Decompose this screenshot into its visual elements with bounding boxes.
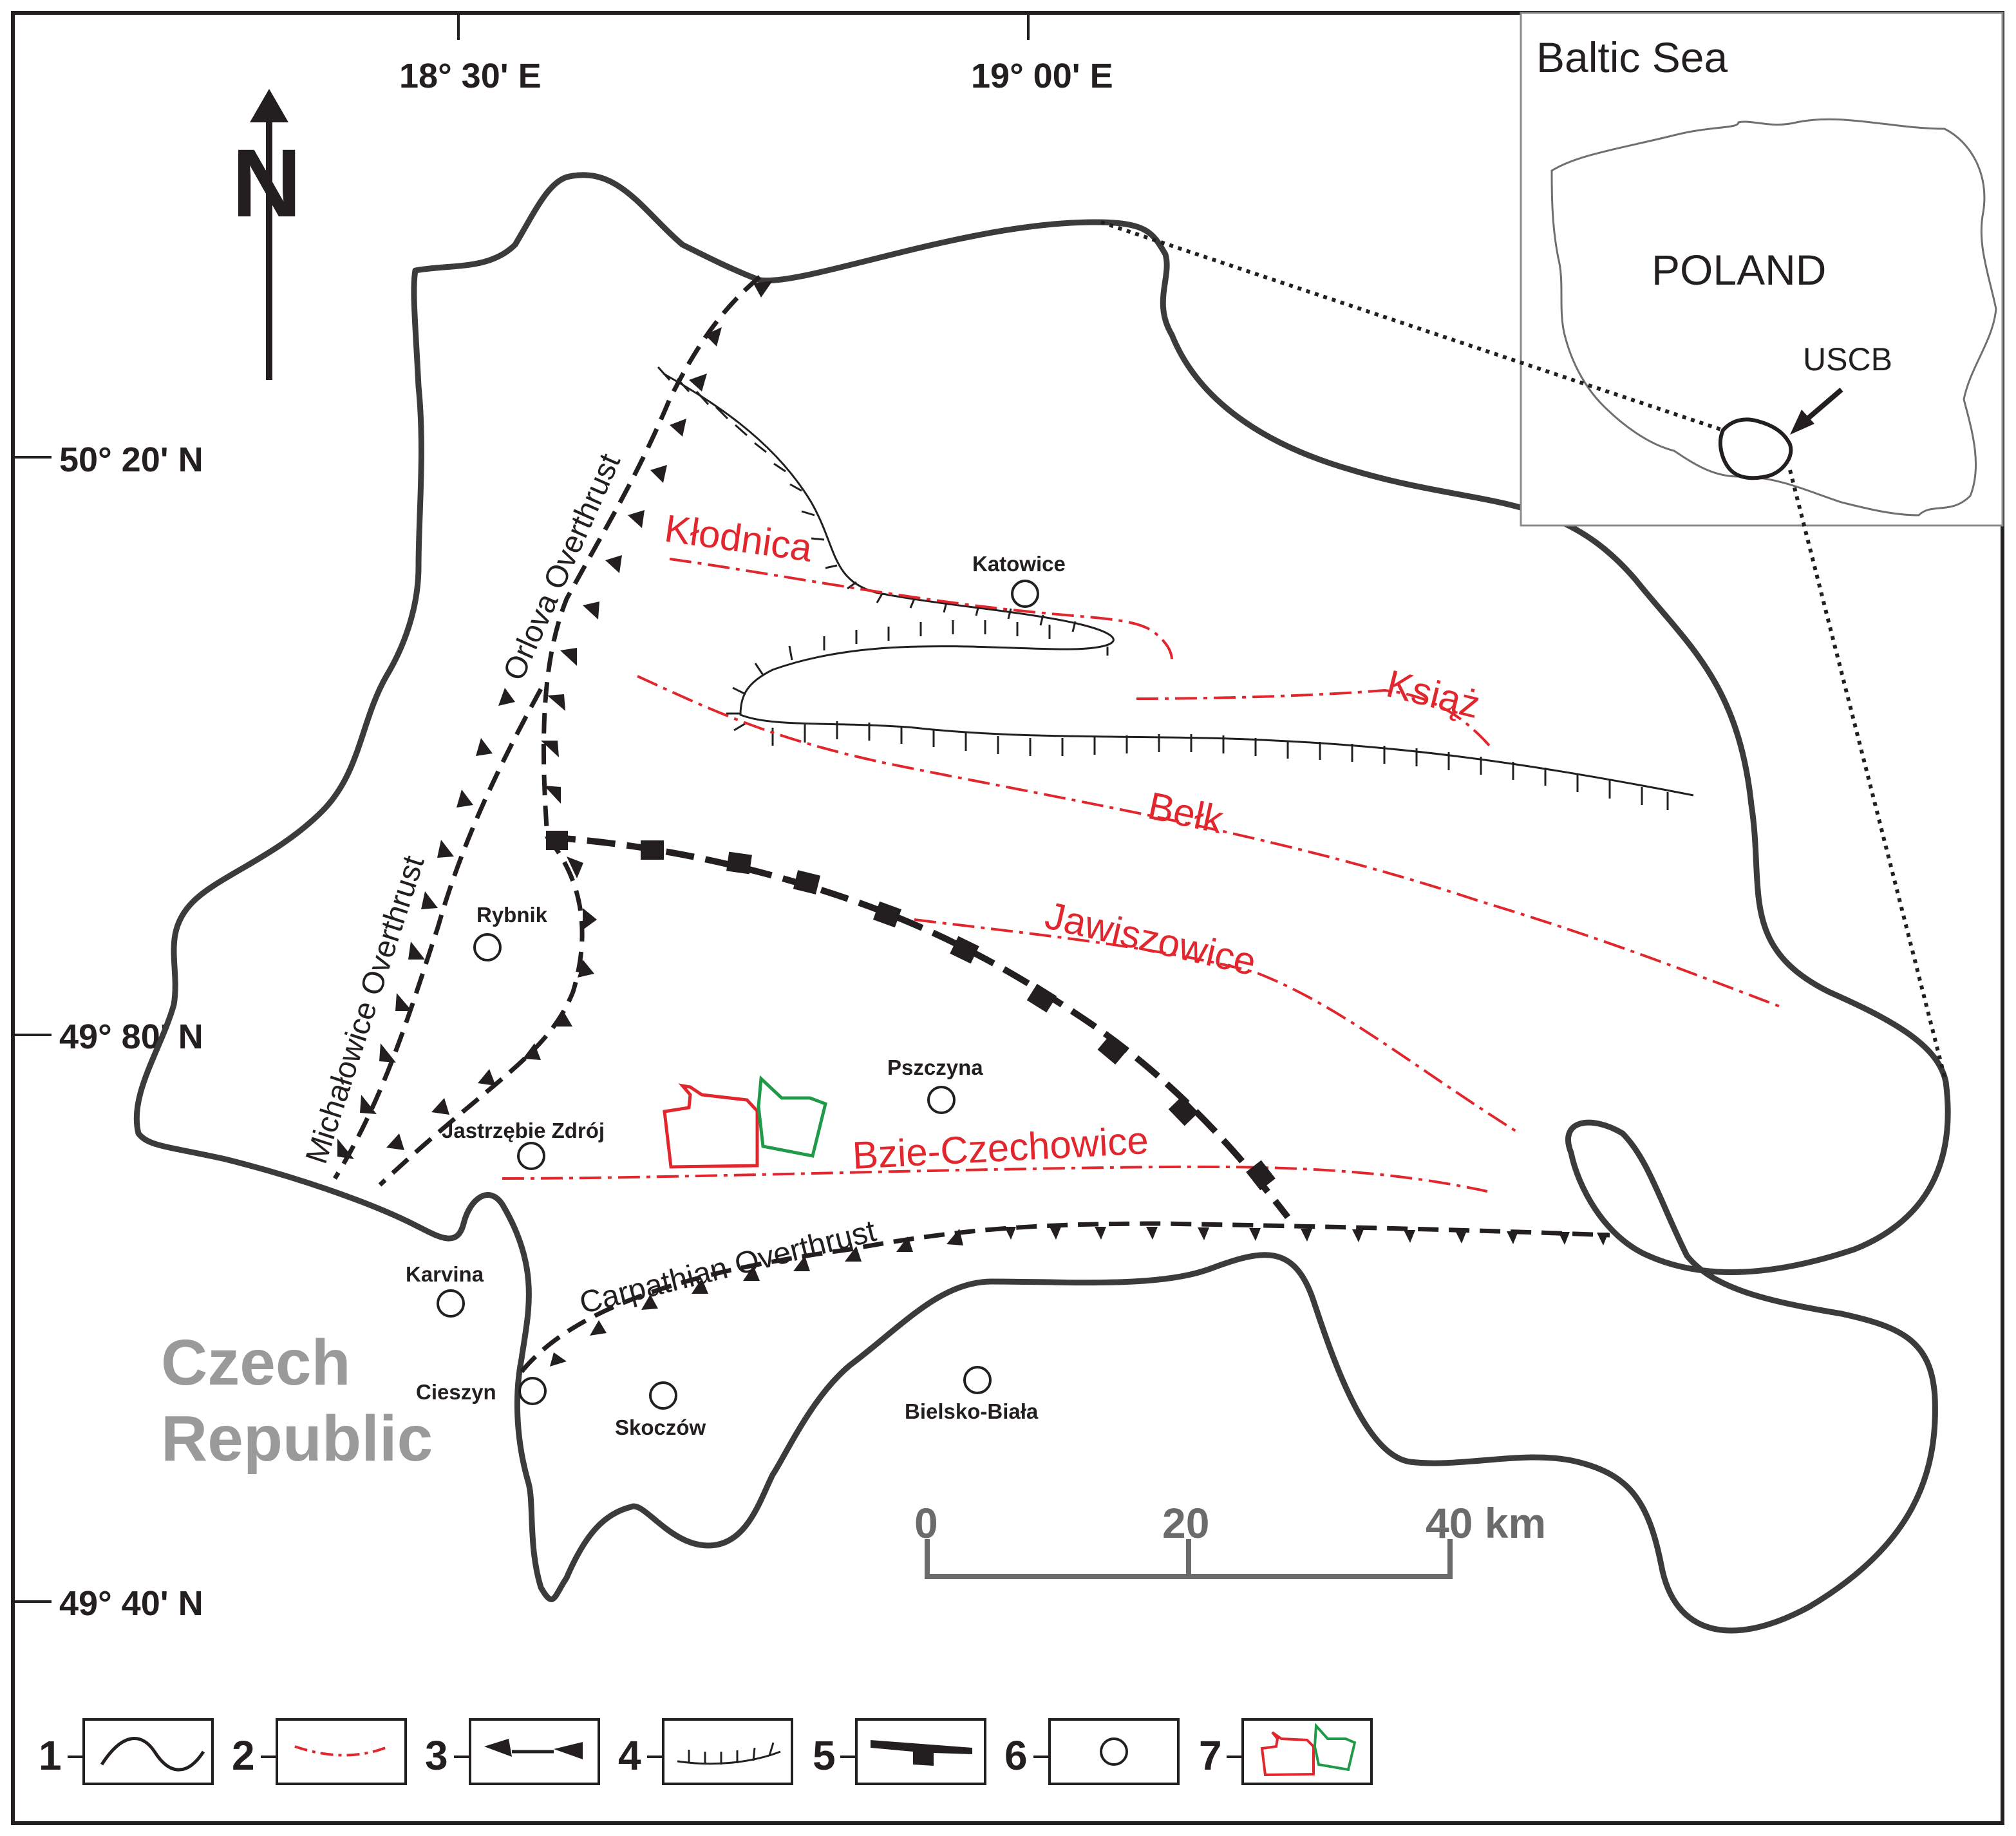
legend-num-4: 4 bbox=[618, 1732, 641, 1779]
legend-num-6: 6 bbox=[1004, 1732, 1028, 1779]
inset-map: Baltic Sea POLAND USCB bbox=[1520, 12, 2004, 527]
fault-jawiszowice-label: Jawiszowice bbox=[1041, 893, 1260, 983]
legend-swatch-study-green bbox=[1313, 1723, 1357, 1772]
city-marker-bielsko bbox=[963, 1366, 992, 1394]
inset-leader-lines bbox=[1100, 220, 1948, 1083]
scale-tick-40: 40 km bbox=[1426, 1499, 1546, 1547]
latitude-label-1: 50° 20' N bbox=[59, 440, 203, 479]
legend: 1 2 3 4 5 6 7 bbox=[39, 1718, 1373, 1785]
scale-tick-20: 20 bbox=[1162, 1499, 1209, 1547]
legend-swatch-erosional bbox=[677, 1742, 781, 1765]
city-marker-karvina bbox=[437, 1289, 465, 1318]
legend-swatch-flexure bbox=[871, 1740, 972, 1766]
orlova-overthrust-label: Orlova Overthrust bbox=[497, 449, 627, 686]
city-label-katowice: Katowice bbox=[972, 552, 1066, 576]
city-label-skoczow: Skoczów bbox=[615, 1415, 706, 1439]
legend-swatch-fault bbox=[294, 1745, 390, 1757]
legend-swatch-study-red bbox=[1260, 1731, 1315, 1777]
map-frame bbox=[11, 11, 2004, 1825]
fault-ksiaz-line bbox=[1136, 688, 1492, 748]
carpathian-overthrust-line bbox=[520, 1221, 1610, 1374]
city-marker-pszczyna bbox=[927, 1086, 956, 1114]
legend-num-2: 2 bbox=[232, 1732, 255, 1779]
fault-ksiaz-label: Książ bbox=[1382, 662, 1485, 727]
city-label-cieszyn: Cieszyn bbox=[416, 1380, 496, 1404]
country-label-line1: Czech bbox=[161, 1327, 351, 1399]
inset-country-label: POLAND bbox=[1652, 246, 1826, 294]
fault-bzie-czechowice-label: Bzie-Czechowice bbox=[851, 1119, 1149, 1177]
north-arrow-icon: N bbox=[232, 89, 301, 380]
legend-num-7: 7 bbox=[1199, 1732, 1222, 1779]
carpathian-overthrust-label: Carpathian Overthrust bbox=[576, 1214, 880, 1321]
legend-swatch-boundary bbox=[100, 1737, 205, 1772]
fault-belk-label: Bełk bbox=[1144, 784, 1227, 842]
uscb-outline-inset bbox=[1719, 417, 1793, 480]
city-marker-katowice bbox=[1011, 580, 1039, 608]
longitude-label-2: 19° 00' E bbox=[971, 57, 1113, 95]
michalowice-overthrust-line bbox=[333, 688, 543, 1180]
city-label-bielsko: Bielsko-Biała bbox=[905, 1399, 1039, 1423]
fault-klodnica-line bbox=[669, 558, 1173, 661]
study-area-red bbox=[663, 1083, 759, 1169]
city-marker-rybnik bbox=[473, 933, 502, 961]
legend-num-1: 1 bbox=[39, 1732, 62, 1779]
city-label-jastrzebie: Jastrzębie Zdrój bbox=[442, 1119, 605, 1142]
latitude-label-3: 49° 40' N bbox=[59, 1584, 203, 1623]
inset-basin-label: USCB bbox=[1803, 341, 1892, 377]
study-area-green bbox=[757, 1075, 827, 1158]
city-markers bbox=[437, 580, 1039, 1410]
erosional-boundary bbox=[657, 366, 1694, 810]
city-label-pszczyna: Pszczyna bbox=[887, 1055, 983, 1079]
legend-num-3: 3 bbox=[425, 1732, 448, 1779]
scale-tick-0: 0 bbox=[914, 1499, 938, 1547]
legend-swatch-city bbox=[1100, 1737, 1128, 1766]
country-label-line2: Republic bbox=[161, 1403, 433, 1475]
latitude-label-2: 49° 80' N bbox=[59, 1017, 203, 1056]
city-marker-jastrzebie bbox=[517, 1142, 545, 1170]
fault-bzie-czechowice-line bbox=[502, 1165, 1488, 1193]
poland-outline bbox=[1550, 118, 1997, 516]
city-marker-cieszyn bbox=[518, 1377, 547, 1405]
legend-num-5: 5 bbox=[813, 1732, 836, 1779]
city-marker-skoczow bbox=[649, 1381, 677, 1410]
overthrusts bbox=[333, 275, 1610, 1374]
inset-sea-label: Baltic Sea bbox=[1536, 33, 1728, 81]
graticule-ticks bbox=[13, 13, 1030, 1603]
north-label: N bbox=[232, 129, 301, 237]
boundary-thrust bbox=[546, 831, 1290, 1220]
overthrust-teeth bbox=[337, 281, 1608, 1367]
fault-belk-line bbox=[637, 675, 1784, 1009]
scale-bar: 0 20 40 km bbox=[914, 1499, 1546, 1579]
faults bbox=[502, 558, 1784, 1193]
fault-jawiszowice-line bbox=[914, 918, 1521, 1135]
orlova-overthrust-line bbox=[378, 275, 762, 1187]
basin-boundary bbox=[133, 172, 1951, 1634]
study-areas bbox=[663, 1075, 827, 1169]
city-label-karvina: Karvina bbox=[406, 1262, 484, 1286]
longitude-label-1: 18° 30' E bbox=[399, 57, 542, 95]
legend-swatch-overthrust bbox=[484, 1739, 583, 1759]
city-label-rybnik: Rybnik bbox=[476, 903, 548, 927]
